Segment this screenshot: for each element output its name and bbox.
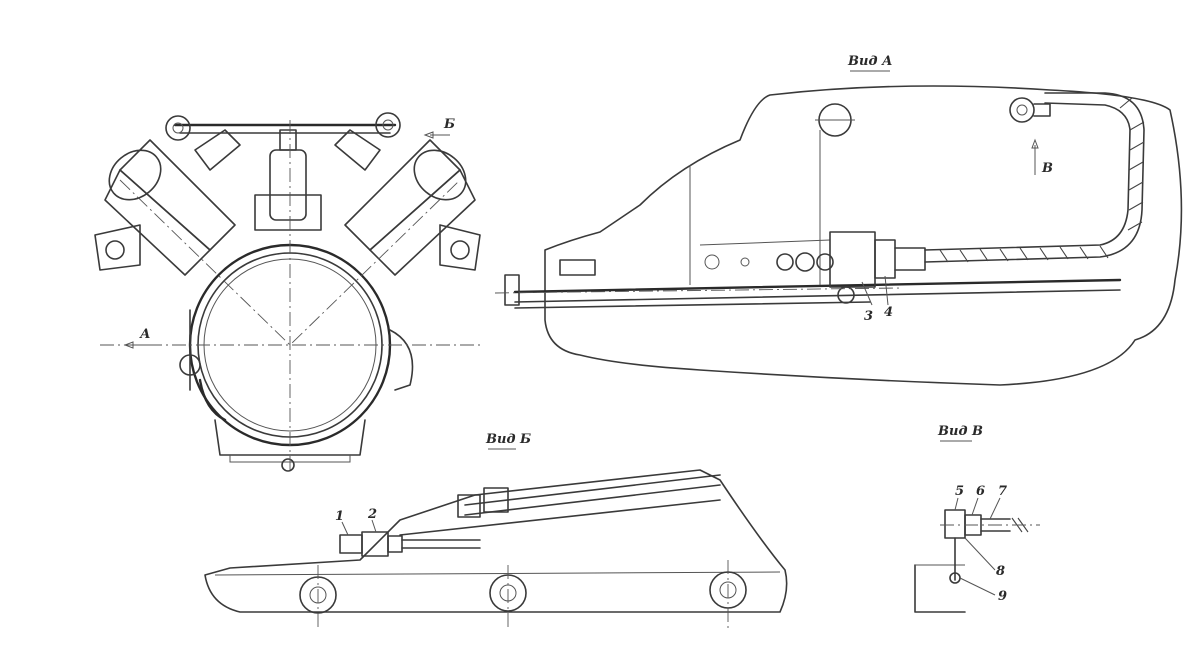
- callout-3: 3: [864, 309, 873, 324]
- callout-6: 6: [976, 484, 985, 499]
- view-b-title: Вид Б: [485, 432, 531, 447]
- direction-marker-a: А: [139, 327, 151, 342]
- callout-1: 1: [335, 509, 344, 524]
- callout-7: 7: [998, 484, 1007, 499]
- view-v-title: Вид В: [937, 424, 983, 439]
- callout-5: 5: [955, 484, 964, 499]
- view-a-title: Вид А: [847, 54, 893, 69]
- callout-8: 8: [996, 564, 1005, 579]
- view-v: Вид В 5 6 7 8 9: [914, 424, 1040, 613]
- direction-marker-b: Б: [443, 117, 455, 132]
- direction-marker-v: В: [1041, 161, 1053, 176]
- view-b: Вид Б 1 2: [204, 432, 788, 630]
- callout-2: 2: [367, 507, 377, 522]
- callout-9: 9: [998, 589, 1007, 604]
- callout-4: 4: [884, 305, 893, 320]
- view-a: Вид А: [494, 54, 1183, 386]
- front-view-engine: А Б: [94, 112, 481, 472]
